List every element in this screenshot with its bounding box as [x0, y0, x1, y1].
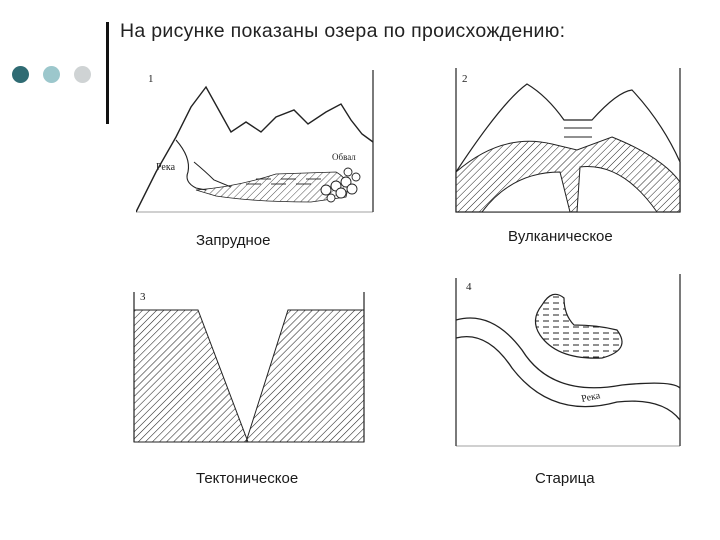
tectonic-lake-diagram: 3 [133, 291, 365, 443]
bullet-dot-light [43, 66, 60, 83]
panel-number: 3 [140, 291, 146, 303]
oxbow-lake-diagram: 4 Река [455, 274, 681, 447]
dammed-lake-diagram: 1 Река Обвал [136, 70, 374, 213]
bullet-dot-dark [12, 66, 29, 83]
panel-number: 4 [466, 281, 472, 293]
panel-number: 1 [148, 73, 154, 85]
panel-number: 2 [462, 73, 468, 85]
river-label: Река [580, 390, 601, 405]
river-label: Река [156, 162, 176, 173]
caption-oxbow: Старица [535, 470, 595, 487]
title-divider [106, 22, 109, 124]
caption-dammed: Запрудное [196, 232, 271, 249]
bullet-dot-gray [74, 66, 91, 83]
slide-title: На рисунке показаны озера по происхожден… [120, 20, 566, 42]
caption-tectonic: Тектоническое [196, 470, 299, 487]
landslide-label: Обвал [332, 152, 356, 162]
volcanic-lake-diagram: 2 [455, 68, 681, 213]
caption-volcanic: Вулканическое [508, 228, 613, 245]
